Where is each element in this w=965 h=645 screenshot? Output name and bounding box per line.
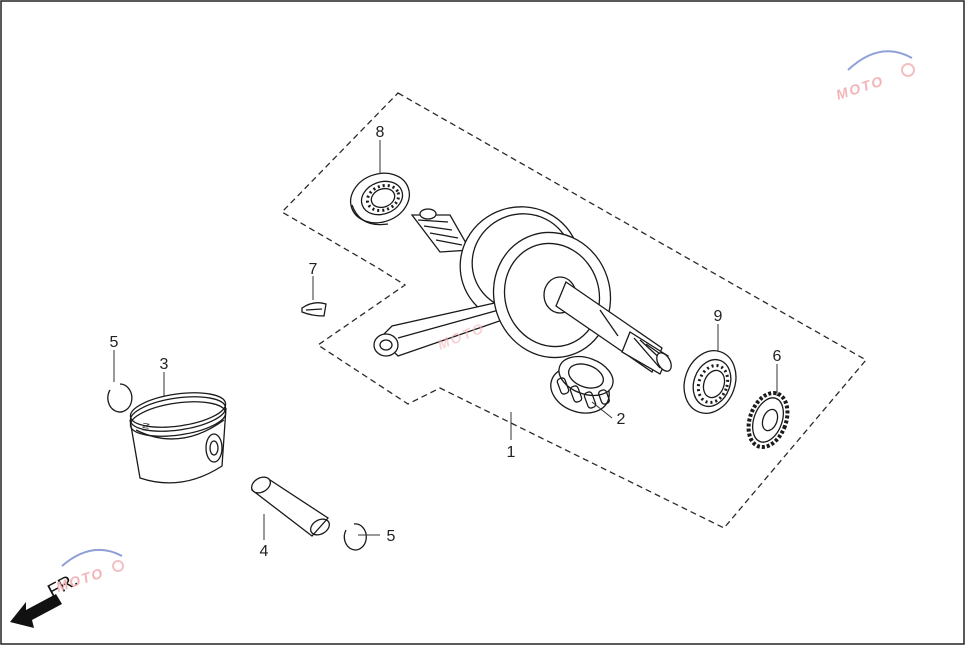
bearing-part-8	[349, 172, 411, 226]
moto-watermark-icon	[847, 50, 915, 77]
front-arrow-icon	[10, 594, 62, 628]
svg-text:IN: IN	[140, 422, 151, 433]
piston-part-3: IN	[129, 392, 227, 484]
leader-lines	[113, 140, 778, 540]
woodruff-key-part-7	[301, 302, 327, 317]
crankshaft-part-1	[373, 206, 672, 375]
circlip-part-5-lower	[343, 523, 367, 551]
callout-3: 3	[160, 356, 169, 373]
needle-bearing-part-2	[550, 355, 614, 414]
callout-1: 1	[507, 444, 516, 461]
callout-6: 6	[773, 348, 782, 365]
assembly-boundary	[280, 92, 868, 529]
bearing-part-9	[683, 350, 737, 414]
callout-4: 4	[260, 543, 269, 560]
moto-watermark-icon-lower	[61, 549, 124, 572]
callout-5-lower: 5	[387, 528, 396, 545]
circlip-part-5-upper	[107, 383, 133, 413]
callout-labels: 8 7 5 3 9 6 2 1 4 5	[110, 124, 782, 560]
callout-5-upper: 5	[110, 334, 119, 351]
watermark-text-top: MOTO	[834, 72, 886, 103]
piston-pin-part-4	[250, 476, 330, 537]
timing-sprocket-part-6	[746, 390, 790, 450]
watermark-text-bottom: MOTO	[54, 564, 106, 595]
callout-9: 9	[714, 308, 723, 325]
callout-8: 8	[376, 124, 385, 141]
callout-2: 2	[617, 411, 626, 428]
callout-7: 7	[309, 261, 318, 278]
